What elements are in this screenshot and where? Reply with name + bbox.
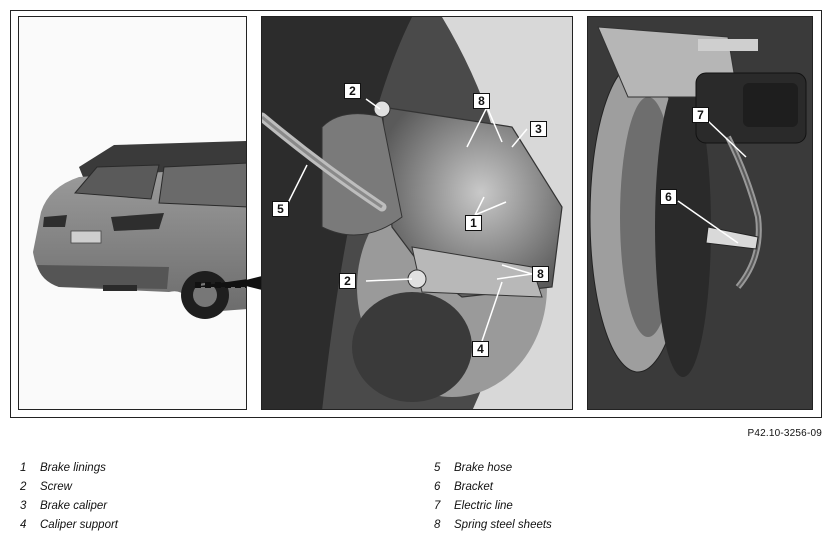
callout-8-lower: 8 <box>532 266 549 282</box>
callout-2-lower: 2 <box>339 273 356 289</box>
leader-2a <box>365 98 381 110</box>
callout-5: 5 <box>272 201 289 217</box>
callout-1: 1 <box>465 215 482 231</box>
callout-7: 7 <box>692 107 709 123</box>
brake-caliper-photo: 2 8 3 1 5 2 8 4 <box>261 16 573 410</box>
callout-6: 6 <box>660 189 677 205</box>
callout-2-upper: 2 <box>344 83 361 99</box>
car-illustration <box>33 141 246 319</box>
car-overview-panel <box>18 16 247 410</box>
callout-3: 3 <box>530 121 547 137</box>
callout-8-upper: 8 <box>473 93 490 109</box>
pointer-wedge <box>246 276 262 290</box>
caliper-illustration <box>262 17 572 409</box>
sensor-illustration <box>588 17 812 409</box>
callout-4: 4 <box>472 341 489 357</box>
figure-code: P42.10-3256-09 <box>747 428 822 439</box>
sensor-bracket-photo: 7 6 <box>587 16 813 410</box>
